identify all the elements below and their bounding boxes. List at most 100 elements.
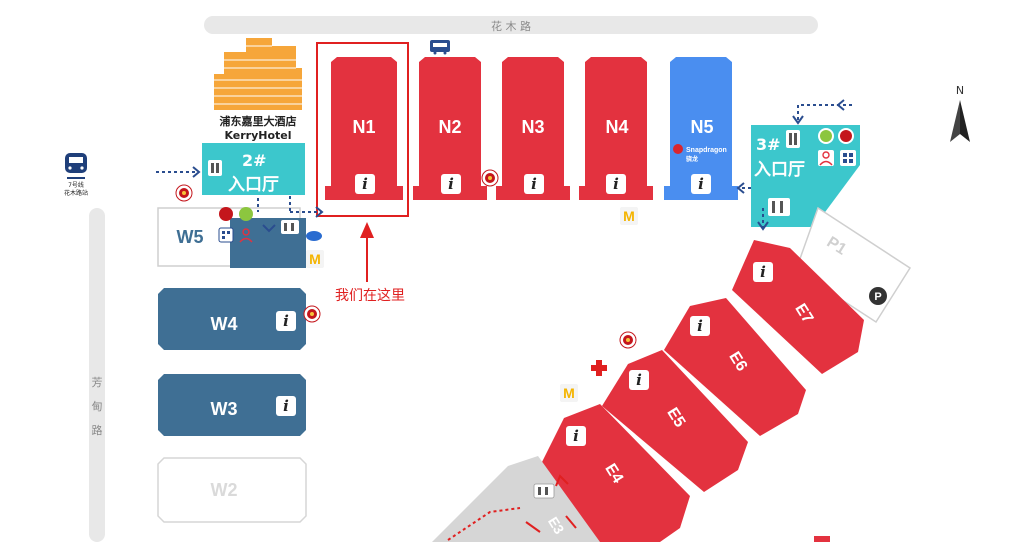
hall-label-W5: W5	[177, 227, 204, 247]
hall-W5[interactable]: W5	[157, 207, 322, 268]
police-icon	[619, 331, 637, 349]
entrance-3-label: 入口厅	[754, 160, 805, 180]
qr-code-icon	[218, 227, 234, 243]
metro-station-name: 花木路站	[64, 189, 88, 197]
hall-label-N1: N1	[352, 117, 375, 137]
info-icon[interactable]: i	[524, 174, 544, 194]
svg-text:i: i	[573, 427, 579, 445]
road-left	[89, 208, 105, 542]
info-icon[interactable]: i	[566, 426, 586, 446]
first-aid-icon	[591, 360, 607, 376]
sponsor-sub: 骁龙	[686, 155, 698, 163]
hall-edge-marker	[814, 536, 830, 542]
road-left-char-1: 芳	[92, 375, 103, 389]
hotel-window-lines	[214, 45, 302, 105]
hall-label-N5: N5	[690, 117, 713, 137]
parking-P1[interactable]: P1 P	[795, 206, 912, 324]
info-icon[interactable]: i	[276, 396, 296, 416]
svg-text:i: i	[636, 371, 642, 389]
mcdonalds-icon: M	[620, 207, 638, 225]
parking-icon: P	[869, 287, 887, 305]
road-left-char-3: 路	[92, 424, 103, 437]
hotel-name-en: KerryHotel	[224, 129, 291, 142]
info-icon[interactable]: i	[441, 174, 461, 194]
bus-icon	[430, 40, 450, 55]
road-top	[204, 16, 818, 34]
metro-line: 7号线	[68, 181, 84, 189]
turnstile-icon	[208, 160, 222, 176]
route-arrows-entrance-2	[257, 196, 324, 233]
hall-label-W3: W3	[211, 399, 238, 419]
svg-text:i: i	[448, 175, 454, 193]
police-icon	[175, 184, 193, 202]
hall-E3[interactable]: E3	[432, 456, 600, 542]
svg-text:i: i	[760, 263, 766, 281]
qr-code-icon	[840, 150, 856, 166]
person-icon	[818, 150, 834, 166]
you-are-here-arrow	[360, 222, 374, 282]
info-icon[interactable]: i	[690, 316, 710, 336]
entrance-3-number: 3#	[756, 135, 781, 154]
entrance-3[interactable]: 3# 入口厅	[751, 125, 860, 227]
hall-N2[interactable]: N2	[413, 57, 487, 200]
info-icon[interactable]: i	[753, 262, 773, 282]
person-icon	[239, 228, 253, 243]
snapdragon-logo-icon	[673, 144, 683, 154]
turnstile-icon	[533, 483, 555, 499]
svg-text:i: i	[531, 175, 537, 193]
police-icon	[219, 207, 233, 221]
hall-N5[interactable]: N5 Snapdragon 骁龙	[664, 57, 738, 200]
info-icon[interactable]: i	[355, 174, 375, 194]
turnstile-icon	[768, 198, 790, 216]
svg-text:N: N	[956, 84, 964, 97]
hotel[interactable]: 浦东嘉里大酒店 KerryHotel	[214, 38, 302, 142]
metro-icon	[65, 153, 87, 179]
entrance-2-label: 入口厅	[228, 175, 279, 195]
north-compass-icon: N	[950, 84, 970, 142]
svg-text:i: i	[698, 175, 704, 193]
hall-N3[interactable]: N3	[496, 57, 570, 200]
svg-text:i: i	[362, 175, 368, 193]
info-icon[interactable]: i	[276, 311, 296, 331]
hall-label-N4: N4	[605, 117, 628, 137]
mcdonalds-icon: M	[560, 384, 578, 402]
hotel-building-icon	[214, 38, 302, 110]
road-top-label: 花 木 路	[491, 20, 531, 33]
hotel-name-cn: 浦东嘉里大酒店	[220, 114, 297, 128]
svg-text:i: i	[283, 312, 289, 330]
parking-icon-letter: P	[874, 291, 881, 303]
info-icon[interactable]: i	[606, 174, 626, 194]
entrance-2[interactable]: 2# 入口厅	[202, 143, 305, 195]
info-icons: i i i i i i i i	[276, 174, 773, 446]
hall-W3[interactable]: W3	[158, 374, 306, 436]
metro-station[interactable]: 7号线 花木路站	[64, 153, 88, 197]
mcdonalds-letter: M	[309, 251, 321, 267]
route-arrows-east	[447, 474, 577, 541]
you-are-here-box	[316, 42, 409, 217]
hall-N1[interactable]: N1	[325, 57, 403, 200]
mcdonalds-letter: M	[623, 208, 635, 224]
luggage-icon	[239, 207, 253, 221]
sponsor-name: Snapdragon	[686, 147, 727, 154]
svg-text:i: i	[697, 317, 703, 335]
hall-label-E3: E3	[545, 514, 568, 537]
route-arrows-entrance-3	[736, 99, 852, 231]
turnstile-icon	[786, 130, 800, 148]
info-icon[interactable]: i	[629, 370, 649, 390]
hall-label-W2: W2	[211, 480, 238, 500]
svg-text:i: i	[283, 397, 289, 415]
hall-W4[interactable]: W4	[158, 288, 306, 350]
hall-W2[interactable]: W2	[157, 457, 307, 523]
roads: 花 木 路 芳 甸 路	[89, 16, 818, 542]
mcdonalds-icon: M	[306, 250, 324, 268]
luggage-icon	[818, 128, 834, 144]
info-icon[interactable]: i	[691, 174, 711, 194]
handshake-icon	[306, 231, 322, 241]
hall-label-N2: N2	[438, 117, 461, 137]
hall-N4[interactable]: N4	[579, 57, 653, 200]
hall-label-W4: W4	[211, 314, 238, 334]
you-are-here-label: 我们在这里	[335, 287, 405, 304]
police-icon	[838, 128, 854, 144]
mcdonalds-letter: M	[563, 385, 575, 401]
